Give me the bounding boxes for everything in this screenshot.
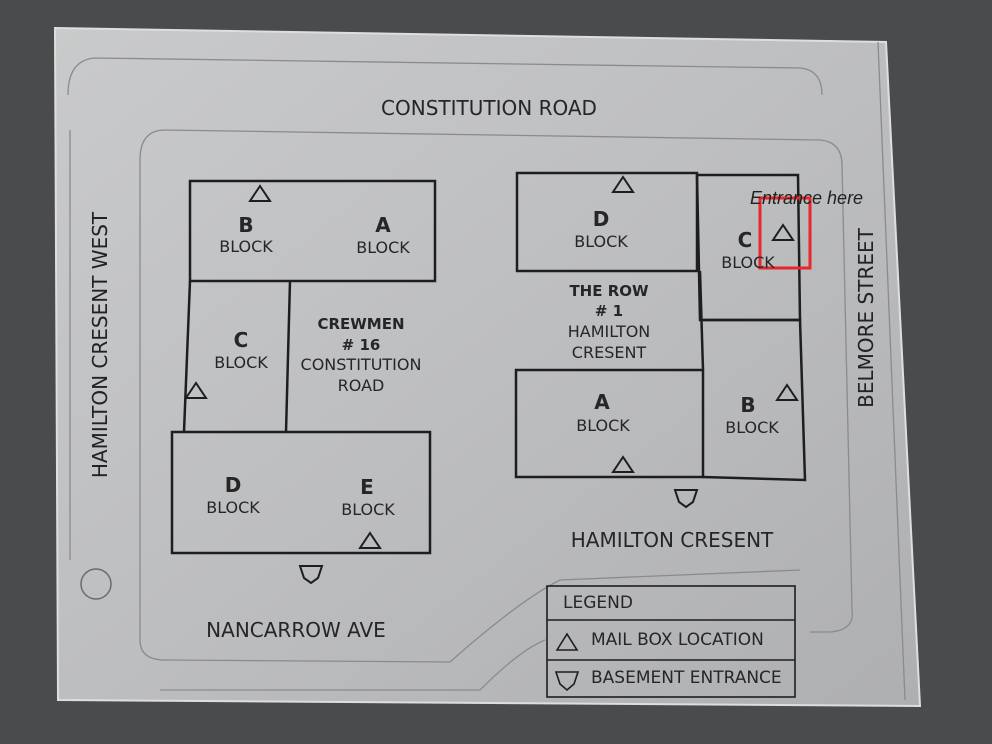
legend-item-mailbox: MAIL BOX LOCATION	[591, 630, 764, 650]
entrance-annotation: Entrance here	[750, 188, 864, 208]
road-label-west: HAMILTON CRESENT WEST	[88, 211, 112, 479]
block-label: BLOCK	[356, 238, 410, 257]
block-letter: B	[740, 393, 756, 417]
block-label: BLOCK	[219, 237, 273, 256]
block-label: BLOCK	[725, 418, 779, 437]
block-letter: E	[360, 475, 374, 499]
block-letter: C	[233, 328, 249, 352]
block-label: BLOCK	[341, 500, 395, 519]
legend-box	[546, 585, 796, 698]
block-letter: D	[224, 473, 242, 497]
block-label: BLOCK	[206, 498, 260, 517]
road-label-south-right: HAMILTON CRESENT	[570, 528, 774, 552]
block-letter: D	[592, 207, 610, 231]
block-letter: A	[594, 390, 610, 414]
legend-title: LEGEND	[563, 593, 633, 613]
complex-address: CRESENT	[571, 343, 647, 362]
mailbox-triangles	[184, 175, 799, 549]
block-letter: B	[238, 213, 254, 237]
road-label-south-left: NANCARROW AVE	[206, 618, 386, 642]
complex-name: THE ROW	[569, 282, 649, 300]
block-label: BLOCK	[576, 416, 630, 435]
road-outlines	[67, 41, 906, 701]
block-letter: C	[737, 228, 753, 252]
complex-name: CREWMEN	[317, 315, 405, 333]
complex-address: HAMILTON	[567, 322, 651, 341]
basement-pentagons	[298, 489, 699, 585]
block-label: BLOCK	[721, 253, 775, 272]
block-label: BLOCK	[574, 232, 628, 251]
road-label-north: CONSTITUTION ROAD	[381, 96, 597, 120]
block-letter: A	[375, 213, 391, 237]
road-label-east: BELMORE STREET	[854, 228, 878, 408]
building-outlines	[170, 171, 807, 555]
complex-address: CONSTITUTION	[300, 355, 422, 374]
entrance-highlight-box	[758, 196, 812, 270]
complex-address: ROAD	[337, 376, 385, 395]
block-label: BLOCK	[214, 353, 268, 372]
complex-number: # 1	[594, 302, 624, 320]
sign-plate	[53, 26, 922, 708]
complex-number: # 16	[341, 336, 381, 354]
legend-item-basement: BASEMENT ENTRANCE	[591, 668, 782, 688]
